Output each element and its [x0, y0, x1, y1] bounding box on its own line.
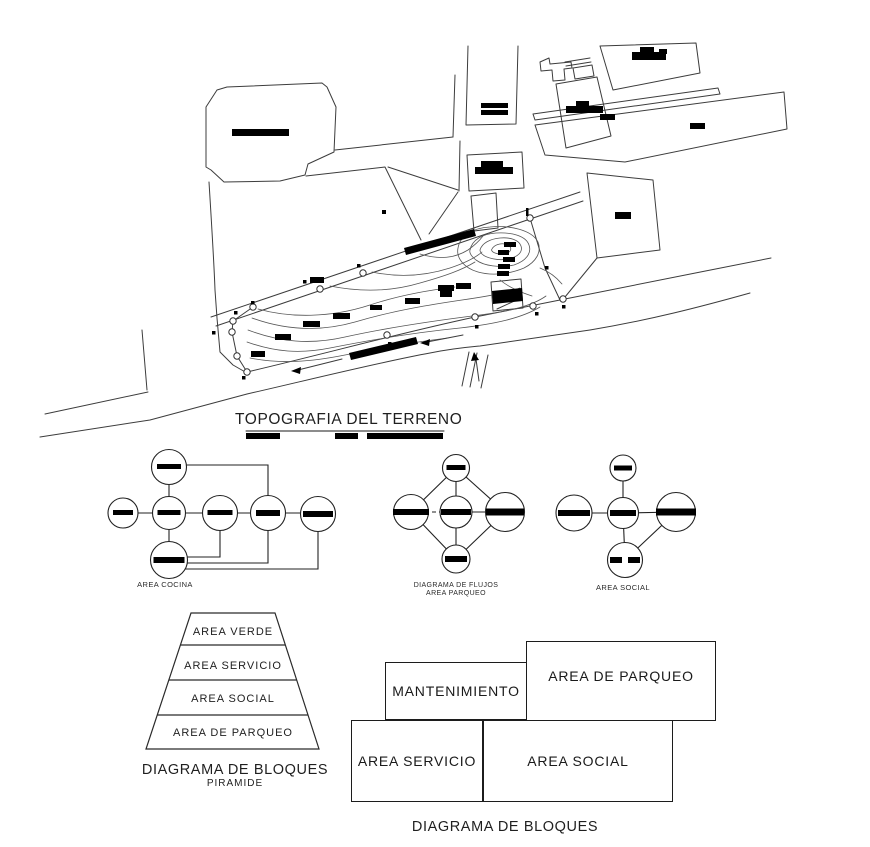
building-connector [564, 257, 598, 298]
cluster-rail [564, 57, 591, 63]
caption-area-social: AREA SOCIAL [595, 583, 650, 592]
block-mantenimiento: MANTENIMIENTO [385, 662, 527, 720]
parcel-edge [458, 140, 461, 192]
building-site-structure [490, 278, 524, 312]
road-main-lower [39, 292, 751, 438]
road-site-west [208, 181, 248, 374]
cluster-rail [565, 61, 592, 67]
pyramid-tier-2: AREA SERVICIO [184, 660, 282, 672]
road-fork-a [305, 166, 422, 241]
building-top-right [599, 42, 701, 91]
pyramid-subcaption: PIRAMIDE [206, 778, 264, 789]
road-branch-up [141, 329, 148, 391]
filled-building [492, 288, 523, 304]
spot-markers [232, 47, 705, 360]
block-label: AREA DE PARQUEO [548, 668, 694, 684]
site-plan-map [39, 42, 788, 439]
road-top-edge-1 [215, 200, 584, 327]
strip-narrow [532, 87, 721, 121]
hatch-bar-bottom [349, 337, 418, 360]
pyramid-tier-1: AREA VERDE [192, 626, 274, 638]
caption-line-1: DIAGRAMA DE FLUJOS [413, 582, 499, 589]
building-parcels [205, 42, 788, 312]
cluster-block [572, 64, 595, 80]
hill-contour [469, 232, 531, 267]
hill-contour [491, 243, 512, 255]
title-underline [245, 430, 445, 439]
flow-diagram-cocina [107, 448, 337, 580]
building-lower-left [466, 151, 525, 192]
road-fork-b [387, 166, 459, 191]
building-tilted [586, 172, 661, 259]
survey-points [212, 208, 567, 380]
hill-contour [479, 237, 522, 261]
building-left-blob [205, 82, 337, 183]
bubble [606, 541, 644, 579]
pyramid-tier-4: AREA DE PARQUEO [173, 727, 293, 739]
arrow-head-left [420, 339, 430, 346]
caption-area-cocina: AREA COCINA [137, 580, 193, 589]
arrow-head-left [291, 367, 301, 374]
cross-street-line [461, 351, 470, 387]
roads [39, 136, 772, 438]
road-top-edge-2 [210, 191, 581, 318]
arrow-head-up [471, 352, 479, 361]
block-area-social: AREA SOCIAL [483, 720, 673, 802]
block-area-servicio: AREA SERVICIO [351, 720, 483, 802]
road-connector [334, 136, 454, 151]
site-right-edge [529, 217, 561, 301]
strip-wide [534, 91, 788, 163]
caption-diagrama-flujos: DIAGRAMA DE FLUJOS AREA PARQUEO [406, 582, 506, 598]
flow-diagram-social [555, 454, 697, 579]
road-main-upper [44, 391, 149, 415]
block-label: AREA SOCIAL [527, 753, 629, 769]
block-diagram-caption: DIAGRAMA DE BLOQUES [411, 819, 599, 835]
caption-line-2: AREA PARQUEO [426, 590, 486, 597]
parcel-line [452, 74, 456, 138]
block-area-de-parqueo: AREA DE PARQUEO [526, 641, 716, 721]
hill-contour [457, 226, 540, 275]
block-label: AREA SERVICIO [357, 753, 477, 769]
building-stepped [555, 76, 612, 149]
traffic-arrows [291, 334, 480, 382]
street-diagonal [428, 191, 459, 235]
hatch-bar-top [404, 229, 476, 255]
terrain-contours [246, 226, 563, 362]
parcel-top-center [465, 45, 519, 126]
block-label: MANTENIMIENTO [392, 683, 520, 699]
building-small-quad [470, 192, 499, 232]
cross-street-line [480, 354, 489, 389]
pyramid-caption: DIAGRAMA DE BLOQUES [141, 762, 329, 778]
pyramid-tier-3: AREA SOCIAL [191, 693, 275, 705]
map-title: TOPOGRAFIA DEL TERRENO [235, 411, 463, 428]
building-notched-cluster [539, 57, 573, 82]
pyramid-diagram [145, 612, 320, 750]
flow-diagram-parqueo [392, 453, 526, 574]
